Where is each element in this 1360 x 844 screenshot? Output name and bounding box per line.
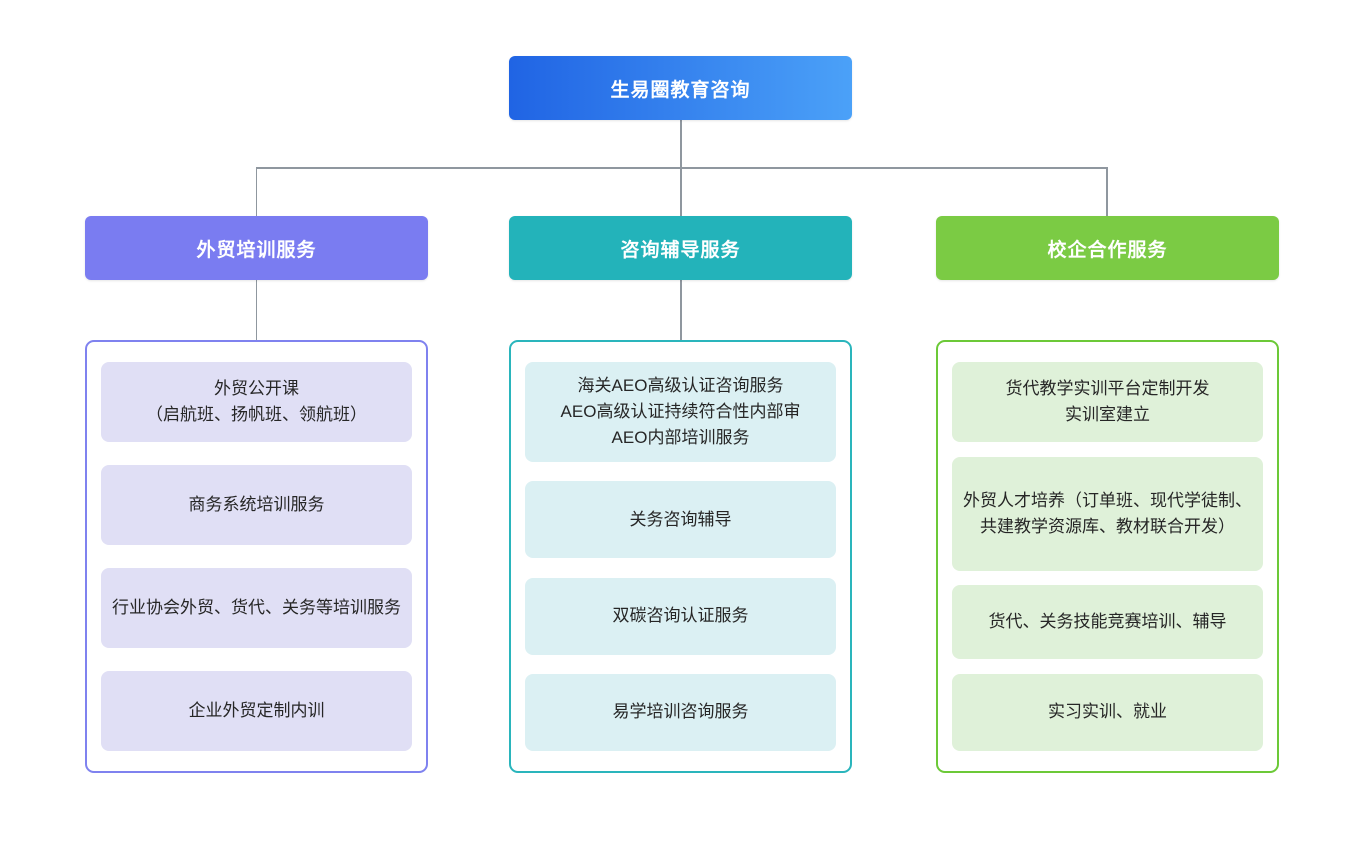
service-item: 行业协会外贸、货代、关务等培训服务 (101, 568, 412, 648)
service-item: 实习实训、就业 (952, 673, 1263, 751)
service-item: 关务咨询辅导 (525, 481, 836, 559)
connector-drop-branch-3 (1106, 167, 1108, 216)
connector-drop-branch-1 (255, 167, 257, 216)
connector-root-down (680, 120, 682, 168)
branch-container-school-enterprise: 货代教学实训平台定制开发 实训室建立 外贸人才培养（订单班、现代学徒制、共建教学… (936, 340, 1279, 773)
root-node: 生易圈教育咨询 (509, 56, 852, 120)
branch-header-consulting-coaching: 咨询辅导服务 (509, 216, 852, 280)
branch-container-consulting-coaching: 海关AEO高级认证咨询服务 AEO高级认证持续符合性内部审 AEO内部培训服务 … (509, 340, 852, 773)
branch-container-foreign-trade-training: 外贸公开课 （启航班、扬帆班、领航班） 商务系统培训服务 行业协会外贸、货代、关… (85, 340, 428, 773)
service-item: 商务系统培训服务 (101, 465, 412, 545)
service-item: 货代教学实训平台定制开发 实训室建立 (952, 362, 1263, 442)
branch-header-label: 外贸培训服务 (196, 239, 317, 261)
service-item: 外贸公开课 （启航班、扬帆班、领航班） (101, 362, 412, 442)
connector-header-to-list-2 (680, 280, 682, 340)
root-node-label: 生易圈教育咨询 (610, 79, 751, 101)
branch-header-label: 校企合作服务 (1047, 239, 1168, 261)
connector-drop-branch-2 (680, 167, 682, 216)
service-item: 外贸人才培养（订单班、现代学徒制、共建教学资源库、教材联合开发） (952, 456, 1263, 571)
service-item: 双碳咨询认证服务 (525, 577, 836, 655)
branch-header-foreign-trade-training: 外贸培训服务 (85, 216, 428, 280)
service-item: 易学培训咨询服务 (525, 673, 836, 751)
branch-header-school-enterprise: 校企合作服务 (936, 216, 1279, 280)
service-item: 企业外贸定制内训 (101, 671, 412, 751)
branch-header-label: 咨询辅导服务 (620, 239, 741, 261)
service-item: 货代、关务技能竞赛培训、辅导 (952, 585, 1263, 660)
service-item: 海关AEO高级认证咨询服务 AEO高级认证持续符合性内部审 AEO内部培训服务 (525, 362, 836, 462)
connector-header-to-list-1 (255, 280, 257, 340)
